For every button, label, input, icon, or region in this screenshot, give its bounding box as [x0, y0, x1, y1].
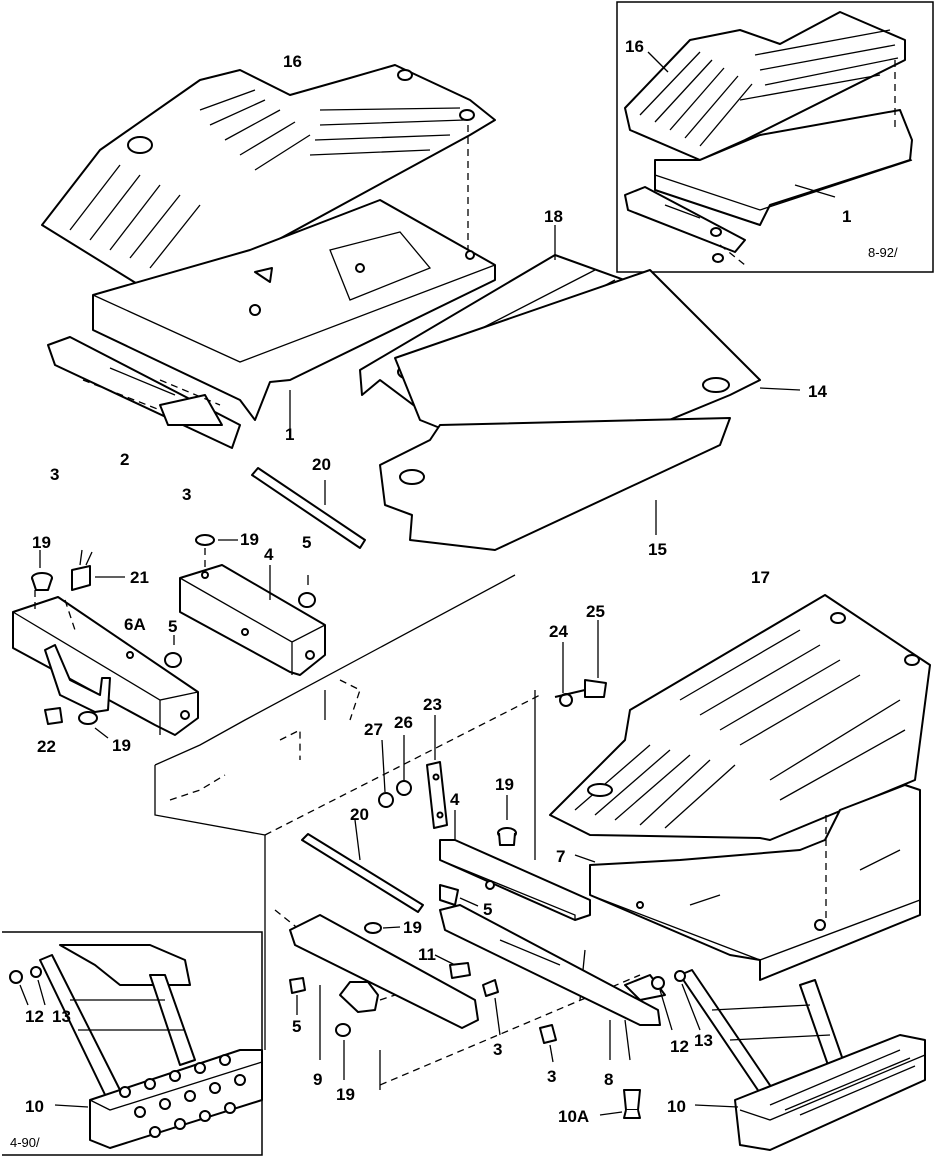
callout-5-b: 5 — [302, 533, 311, 552]
inset-top-code: 8-92/ — [868, 245, 898, 260]
callout-19-d: 19 — [495, 775, 514, 794]
callout-19-e: 19 — [403, 918, 422, 937]
callout-13: 13 — [694, 1031, 713, 1050]
inset-top-right: 16 1 8-92/ — [616, 1, 934, 273]
callout-18: 18 — [544, 207, 563, 226]
switch-21 — [71, 549, 125, 591]
platform-left — [92, 125, 496, 430]
inset-bottom-left: 12 13 10 4-90/ — [2, 931, 263, 1156]
callout-5-d: 5 — [292, 1017, 301, 1036]
rod-lower — [301, 819, 424, 913]
callout-3-b: 3 — [182, 485, 191, 504]
callout-3-a: 3 — [50, 465, 59, 484]
callout-8: 8 — [604, 1070, 613, 1089]
callout-25: 25 — [586, 602, 605, 621]
callout-6a: 6A — [124, 615, 146, 634]
inset-bottom-code: 4-90/ — [10, 1135, 40, 1150]
callout-labels: 16 18 14 15 1 2 3 3 20 19 21 6A 5 22 19 … — [32, 52, 827, 1126]
callout-3-d: 3 — [547, 1067, 556, 1086]
callout-1: 1 — [285, 425, 294, 444]
bracket-8 — [439, 904, 661, 1061]
inset-top-callout-16: 16 — [625, 37, 644, 56]
bracket-left — [47, 336, 241, 449]
inset-top-callout-1: 1 — [842, 207, 851, 226]
callout-26: 26 — [394, 713, 413, 732]
callout-19-a: 19 — [32, 533, 51, 552]
callout-5-a: 5 — [168, 617, 177, 636]
callout-27: 27 — [364, 720, 383, 739]
support-4-upper — [179, 534, 326, 676]
inset-bottom-callout-10: 10 — [25, 1097, 44, 1116]
callout-22: 22 — [37, 737, 56, 756]
callout-14: 14 — [808, 382, 827, 401]
small-hardware — [289, 954, 641, 1119]
bracket-9 — [289, 914, 479, 1060]
step-right — [624, 969, 926, 1151]
bumpers-left — [31, 550, 182, 739]
rod-upper — [251, 467, 366, 549]
callout-4-upper: 4 — [264, 545, 274, 564]
callout-11: 11 — [418, 945, 436, 964]
callout-19-f: 19 — [336, 1085, 355, 1104]
step-holes — [119, 1054, 246, 1138]
callout-24: 24 — [549, 622, 568, 641]
platform-mat-right — [549, 594, 931, 841]
callout-19-c: 19 — [240, 530, 259, 549]
frame-outline — [154, 574, 641, 1090]
callout-12: 12 — [670, 1037, 689, 1056]
callout-16: 16 — [283, 52, 302, 71]
callout-10a: 10A — [558, 1107, 589, 1126]
hardware-upper-right — [378, 620, 607, 860]
inset-bottom-callout-12: 12 — [25, 1007, 44, 1026]
callout-2: 2 — [120, 450, 129, 469]
callout-17: 17 — [751, 568, 770, 587]
support-6a — [12, 590, 199, 736]
inset-bottom-callout-13: 13 — [52, 1007, 71, 1026]
callout-19-b: 19 — [112, 736, 131, 755]
callout-7: 7 — [556, 847, 565, 866]
support-4-lower — [439, 795, 591, 921]
callout-20-upper: 20 — [312, 455, 331, 474]
callout-21: 21 — [130, 568, 149, 587]
callout-10: 10 — [667, 1097, 686, 1116]
platform-right — [574, 784, 921, 981]
callout-5-c: 5 — [483, 900, 492, 919]
callout-20-lower: 20 — [350, 805, 369, 824]
callout-3-c: 3 — [493, 1040, 502, 1059]
callout-23: 23 — [423, 695, 442, 714]
callout-15: 15 — [648, 540, 667, 559]
callout-4-lower: 4 — [450, 790, 460, 809]
callout-9: 9 — [313, 1070, 322, 1089]
tunnel-plate — [379, 417, 731, 551]
